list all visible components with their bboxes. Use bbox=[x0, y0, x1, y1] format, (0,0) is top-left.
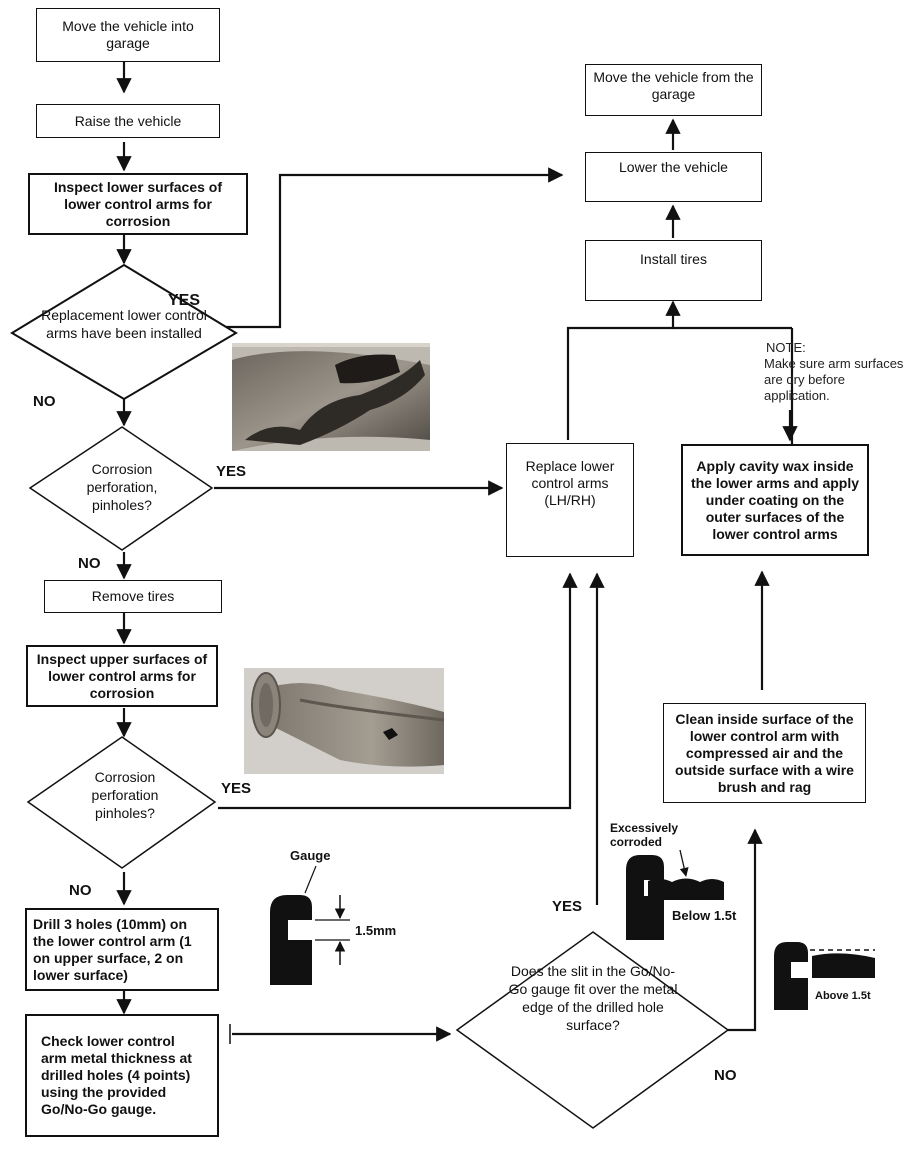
connector-arrows bbox=[116, 62, 798, 1042]
gauge-below-drawing bbox=[626, 849, 724, 940]
step-raise-vehicle: Raise the vehicle bbox=[36, 104, 220, 138]
gauge-drawing bbox=[270, 865, 350, 985]
step-inspect-upper: Inspect upper surfaces of lower control … bbox=[26, 645, 218, 707]
gauge-above-drawing bbox=[774, 942, 875, 1010]
yes-label-gauge: YES bbox=[552, 898, 583, 915]
corrosion-photo-2 bbox=[244, 668, 445, 774]
no-label-replacement: NO bbox=[33, 393, 56, 410]
step-clean-surface: Clean inside surface of the lower contro… bbox=[663, 703, 866, 803]
step-replace-arms: Replace lower control arms (LH/RH) bbox=[506, 443, 634, 557]
decision-corrosion1-diamond bbox=[28, 426, 214, 551]
step-drill-holes: Drill 3 holes (10mm) on the lower contro… bbox=[25, 908, 219, 991]
no-label-corrosion2: NO bbox=[69, 882, 92, 899]
below-label: Below 1.5t bbox=[672, 908, 737, 923]
note-title: NOTE: bbox=[766, 340, 806, 355]
no-label-gauge: NO bbox=[714, 1067, 737, 1084]
decision-replacement-diamond bbox=[10, 263, 238, 401]
decision-gauge-text: Does the slit in the Go/No-Go gauge fit … bbox=[508, 963, 678, 1033]
decision-corrosion2-diamond bbox=[26, 736, 217, 869]
step-move-into-garage: Move the vehicle into garage bbox=[36, 8, 220, 62]
gauge-title: Gauge bbox=[290, 848, 331, 863]
excessively-corroded-label: Excessively corroded bbox=[610, 821, 679, 849]
step-check-thickness: Check lower control arm metal thickness … bbox=[25, 1014, 219, 1137]
step-move-from-garage: Move the vehicle from the garage bbox=[585, 64, 762, 116]
decision-corrosion2-text: Corrosion perforation pinholes? bbox=[91, 769, 159, 821]
yes-label-replacement: YES bbox=[168, 292, 201, 309]
yes-label-corrosion1: YES bbox=[216, 463, 247, 480]
above-label: Above 1.5t bbox=[815, 990, 871, 1002]
step-apply-cavity-wax: Apply cavity wax inside the lower arms a… bbox=[681, 444, 869, 556]
step-lower-vehicle: Lower the vehicle bbox=[585, 152, 762, 202]
decision-corrosion1-text: Corrosion perforation, pinholes? bbox=[86, 461, 158, 513]
step-install-tires: Install tires bbox=[585, 240, 762, 301]
decision-replacement-text: Replacement lower control arms have been… bbox=[41, 307, 207, 341]
gauge-dimension: 1.5mm bbox=[355, 923, 397, 938]
yes-label-corrosion2: YES bbox=[221, 780, 252, 797]
step-remove-tires: Remove tires bbox=[44, 580, 222, 613]
no-label-corrosion1: NO bbox=[78, 555, 101, 572]
step-inspect-lower: Inspect lower surfaces of lower control … bbox=[28, 173, 248, 235]
decision-gauge-diamond bbox=[455, 931, 730, 1129]
note-text: Make sure arm surfaces are dry before ap… bbox=[764, 356, 904, 403]
corrosion-photo-1 bbox=[232, 343, 430, 451]
